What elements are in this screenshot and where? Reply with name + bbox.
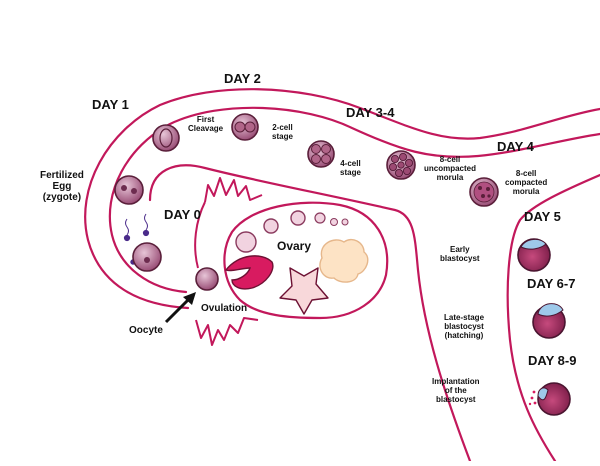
corpus-albicans bbox=[279, 267, 329, 315]
ruptured-follicle bbox=[224, 255, 274, 290]
implanting-blastocyst-embryo bbox=[528, 382, 571, 416]
follicle-1 bbox=[235, 231, 257, 253]
follicle-4 bbox=[314, 212, 326, 224]
day-1-label: DAY 1 bbox=[92, 97, 129, 112]
fallopian-tube bbox=[84, 88, 600, 310]
eight-cell-uncompacted-label: 8-cell uncompacted morula bbox=[424, 155, 477, 182]
follicle-5 bbox=[330, 218, 338, 226]
two-cell-label: 2-cell stage bbox=[272, 123, 293, 141]
oocyte-label: Oocyte bbox=[129, 325, 163, 336]
first-cleavage-cell bbox=[152, 124, 180, 152]
oocyte-arrow bbox=[164, 292, 196, 324]
late-blastocyst-label: Late-stage blastocyst (hatching) bbox=[444, 313, 485, 340]
eight-cell-uncompacted-embryo bbox=[386, 150, 416, 180]
uterine-inner-wall bbox=[148, 164, 472, 463]
implantation-label: Implantation of the blastocyst bbox=[432, 377, 480, 404]
tube-outer-wall bbox=[84, 88, 600, 310]
uterine-wall-right bbox=[506, 173, 600, 463]
follicle-6 bbox=[341, 218, 349, 226]
day-8-9-label: DAY 8-9 bbox=[528, 353, 577, 368]
ovary-outline bbox=[223, 201, 389, 320]
oocyte-cell bbox=[195, 267, 219, 291]
day-5-label: DAY 5 bbox=[524, 209, 561, 224]
early-blastocyst-label: Early blastocyst bbox=[440, 245, 480, 263]
day-4-label: DAY 4 bbox=[497, 139, 534, 154]
fertilized-egg-label: Fertilized Egg (zygote) bbox=[40, 170, 84, 203]
early-blastocyst-embryo bbox=[517, 238, 551, 272]
eight-cell-compacted-label: 8-cell compacted morula bbox=[505, 169, 548, 196]
fimbriae bbox=[194, 177, 263, 346]
zygote-cell-1 bbox=[114, 175, 144, 205]
two-cell-embryo bbox=[231, 113, 259, 141]
uterus-lining bbox=[148, 164, 600, 463]
follicle-2 bbox=[263, 218, 279, 234]
tube-inner-wall bbox=[108, 106, 600, 294]
follicle-3 bbox=[290, 210, 306, 226]
corpus-luteum bbox=[319, 238, 369, 283]
first-cleavage-label: First Cleavage bbox=[188, 115, 224, 133]
day-2-label: DAY 2 bbox=[224, 71, 261, 86]
four-cell-embryo bbox=[307, 140, 335, 168]
day-3-4-label: DAY 3-4 bbox=[346, 105, 395, 120]
day-0-label: DAY 0 bbox=[164, 207, 201, 222]
eight-cell-compacted-embryo bbox=[469, 177, 499, 207]
four-cell-label: 4-cell stage bbox=[340, 159, 361, 177]
day-6-7-label: DAY 6-7 bbox=[527, 276, 576, 291]
late-blastocyst-embryo bbox=[532, 303, 566, 339]
ovary-label: Ovary bbox=[277, 239, 312, 253]
ovary bbox=[223, 201, 389, 320]
ovulation-label: Ovulation bbox=[201, 303, 248, 314]
